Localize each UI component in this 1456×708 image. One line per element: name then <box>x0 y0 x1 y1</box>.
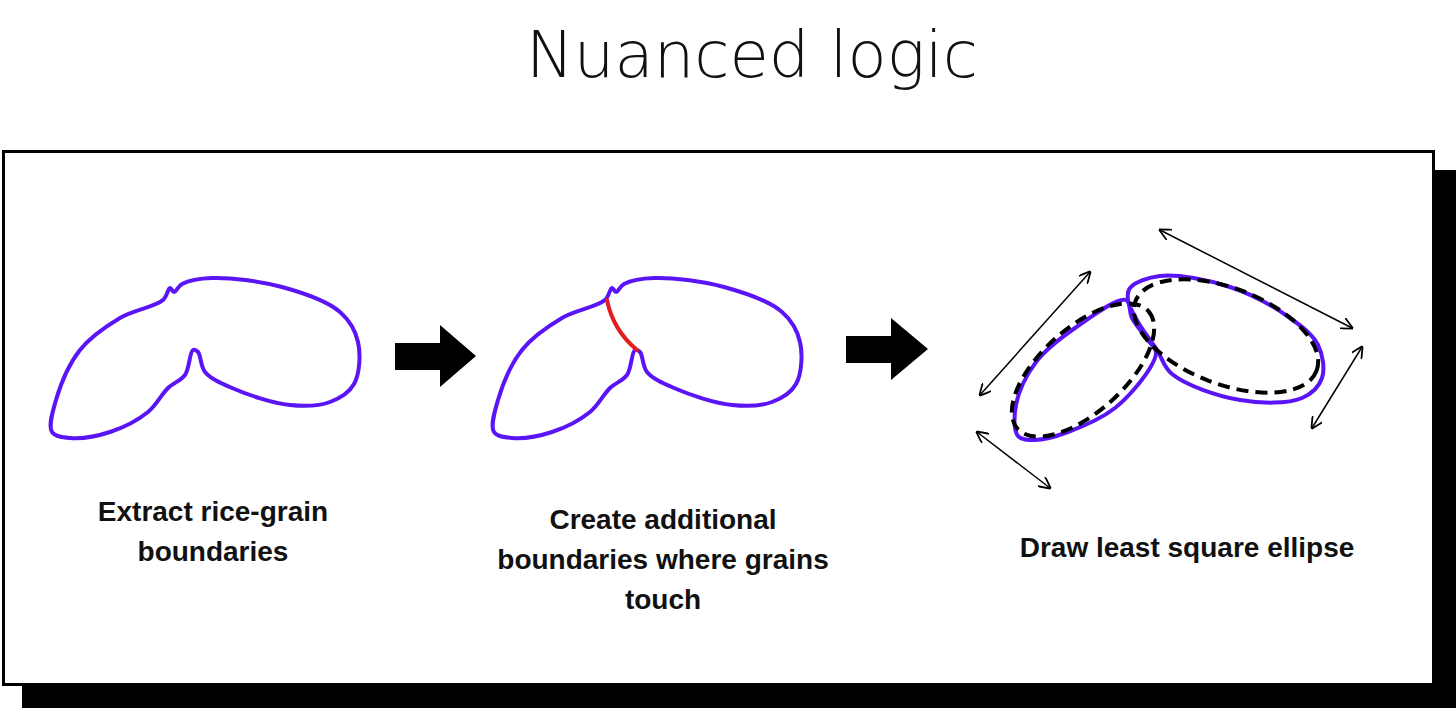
step-arrow <box>395 325 476 387</box>
grain-boundary <box>493 278 802 438</box>
step-caption: Create additional boundaries where grain… <box>493 500 833 620</box>
grain-boundary <box>1128 276 1324 403</box>
dimension-arrow <box>1312 347 1362 428</box>
dimension-arrow <box>1160 230 1352 328</box>
fitted-ellipse <box>1118 256 1334 415</box>
dimension-arrow <box>977 432 1050 488</box>
page-title: Nuanced logic <box>526 18 978 92</box>
dimension-arrow <box>980 272 1090 395</box>
step-caption: Draw least square ellipse <box>952 528 1422 568</box>
step-caption: Extract rice-grain boundaries <box>48 492 378 572</box>
grain-boundary <box>51 278 360 438</box>
split-boundary <box>607 300 637 350</box>
step-arrow <box>846 318 928 380</box>
frame-ground <box>2 150 1435 686</box>
fitted-ellipse <box>989 280 1176 460</box>
frame-panel: Extract rice-grain boundaries Create addi… <box>2 150 1435 686</box>
